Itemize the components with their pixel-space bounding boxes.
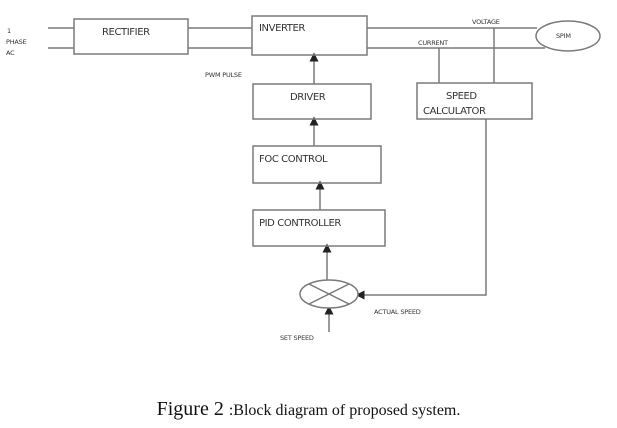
input-label-3: AC [6, 49, 15, 57]
foc-control-block [252, 145, 382, 184]
actual-speed-label: ACTUAL SPEED [374, 308, 421, 316]
summing-cross-b [308, 283, 350, 305]
spim-motor [535, 20, 601, 52]
pid-controller-label: PID CONTROLLER [259, 218, 341, 229]
spim-label: SPIM [556, 32, 571, 40]
inverter-block [251, 15, 368, 56]
speed-calculator-block [416, 82, 533, 120]
rectifier-block [73, 18, 189, 55]
foc-control-label: FOC CONTROL [259, 154, 328, 165]
inverter-label: INVERTER [259, 23, 305, 34]
pid-controller-block [252, 209, 386, 247]
speed-calculator-label-2: CALCULATOR [423, 106, 486, 117]
input-label-2: PHASE [6, 38, 27, 46]
figure-caption-text: :Block diagram of proposed system. [228, 402, 461, 419]
voltage-label: VOLTAGE [472, 18, 500, 26]
pwm-pulse-label: PWM PULSE [205, 71, 242, 79]
figure-caption: Figure 2 :Block diagram of proposed syst… [0, 398, 617, 421]
speed-feedback-line [355, 119, 487, 300]
input-label-1: 1 [7, 27, 11, 35]
driver-label: DRIVER [290, 92, 326, 103]
figure-number: Figure 2 [156, 398, 229, 420]
current-label: CURRENT [418, 39, 448, 47]
rectifier-label: RECTIFIER [102, 27, 150, 38]
speed-calculator-label-1: SPEED [446, 91, 477, 102]
set-speed-label: SET SPEED [280, 334, 314, 342]
driver-block [252, 83, 372, 120]
